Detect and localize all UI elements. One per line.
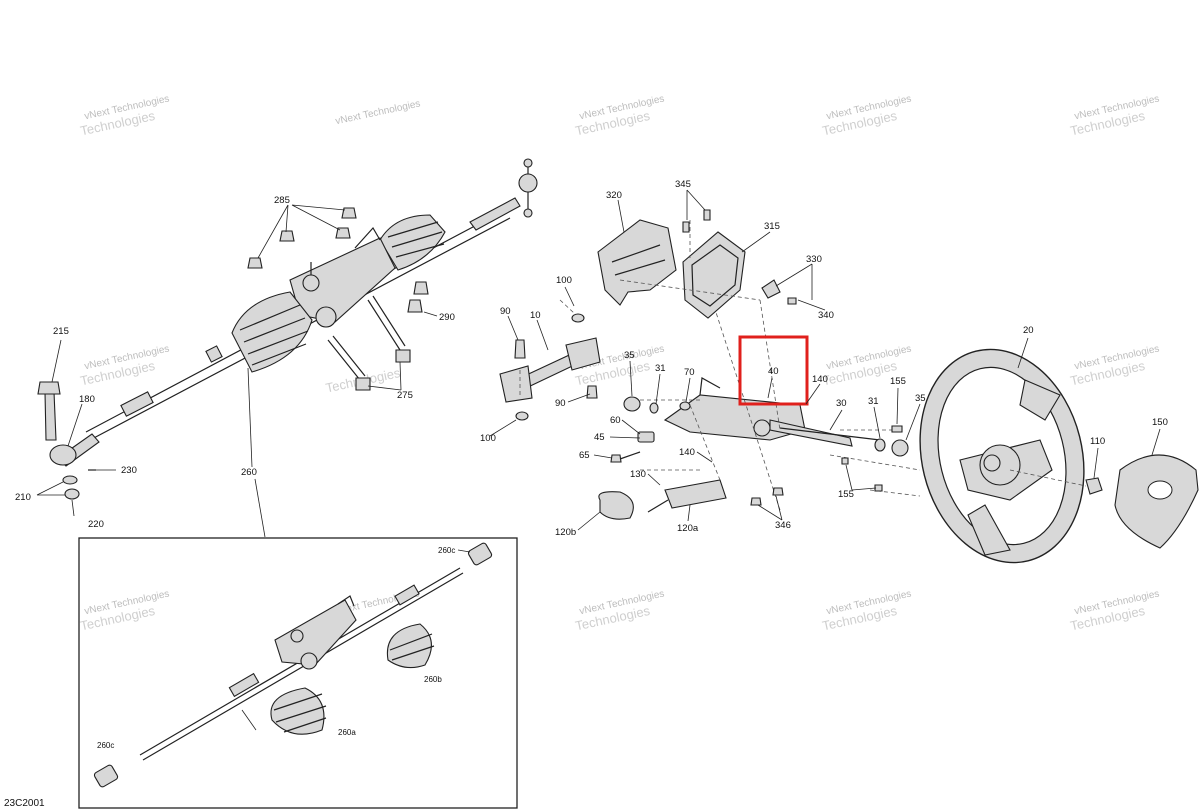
callout-260a: 260a <box>338 728 356 737</box>
callout-35: 35 <box>915 393 926 404</box>
callout-110: 110 <box>1090 436 1105 447</box>
callout-100: 100 <box>556 275 572 286</box>
watermark-text: vNext Technologies <box>335 98 422 127</box>
callout-330: 330 <box>806 254 822 265</box>
callout-45: 45 <box>594 432 605 443</box>
column-leader-lines <box>489 189 1161 531</box>
callout-346: 346 <box>775 520 791 531</box>
callout-320: 320 <box>606 190 622 201</box>
callout-340: 340 <box>818 310 834 321</box>
rack-inset-box <box>78 537 518 809</box>
callout-275: 275 <box>397 390 413 401</box>
callout-140: 140 <box>679 447 695 458</box>
intermediate-shaft <box>499 299 601 421</box>
callout-220: 220 <box>88 519 104 530</box>
callout-40: 40 <box>768 366 779 377</box>
callout-260b: 260b <box>424 675 442 684</box>
callout-130: 130 <box>630 469 646 480</box>
callout-215: 215 <box>53 326 69 337</box>
callout-90: 90 <box>555 398 566 409</box>
rack-leader-lines <box>36 204 438 538</box>
callout-35: 35 <box>624 350 635 361</box>
callout-140: 140 <box>812 374 828 385</box>
callout-20: 20 <box>1023 325 1034 336</box>
figure-code: 23C2001 <box>4 798 45 809</box>
column-covers <box>597 209 797 319</box>
callout-31: 31 <box>655 363 666 374</box>
callout-260: 260 <box>241 467 257 478</box>
callout-30: 30 <box>836 398 847 409</box>
steering-column-bracket <box>598 299 921 520</box>
steering-wheel <box>919 348 1199 564</box>
callout-31: 31 <box>868 396 879 407</box>
callout-70: 70 <box>684 367 695 378</box>
callout-60: 60 <box>610 415 621 426</box>
callout-285: 285 <box>274 195 290 206</box>
callout-155: 155 <box>838 489 854 500</box>
callout-315: 315 <box>764 221 780 232</box>
callout-120b: 120b <box>555 527 576 538</box>
callout-180: 180 <box>79 394 95 405</box>
callout-65: 65 <box>579 450 590 461</box>
callout-155: 155 <box>890 376 906 387</box>
callout-labels: 10 20 30 31 31 35 35 40 45 60 65 70 90 9… <box>15 179 1168 750</box>
callout-150: 150 <box>1152 417 1168 428</box>
callout-100: 100 <box>480 433 496 444</box>
highlight-box <box>738 335 809 406</box>
callout-260c: 260c <box>97 741 114 750</box>
callout-210: 210 <box>15 492 31 503</box>
callout-345: 345 <box>675 179 691 190</box>
callout-230: 230 <box>121 465 137 476</box>
callout-260c: 260c <box>438 546 455 555</box>
steering-rack-assembly <box>37 158 538 500</box>
callout-90: 90 <box>500 306 511 317</box>
callout-290: 290 <box>439 312 455 323</box>
callout-10: 10 <box>530 310 541 321</box>
callout-120a: 120a <box>677 523 699 534</box>
